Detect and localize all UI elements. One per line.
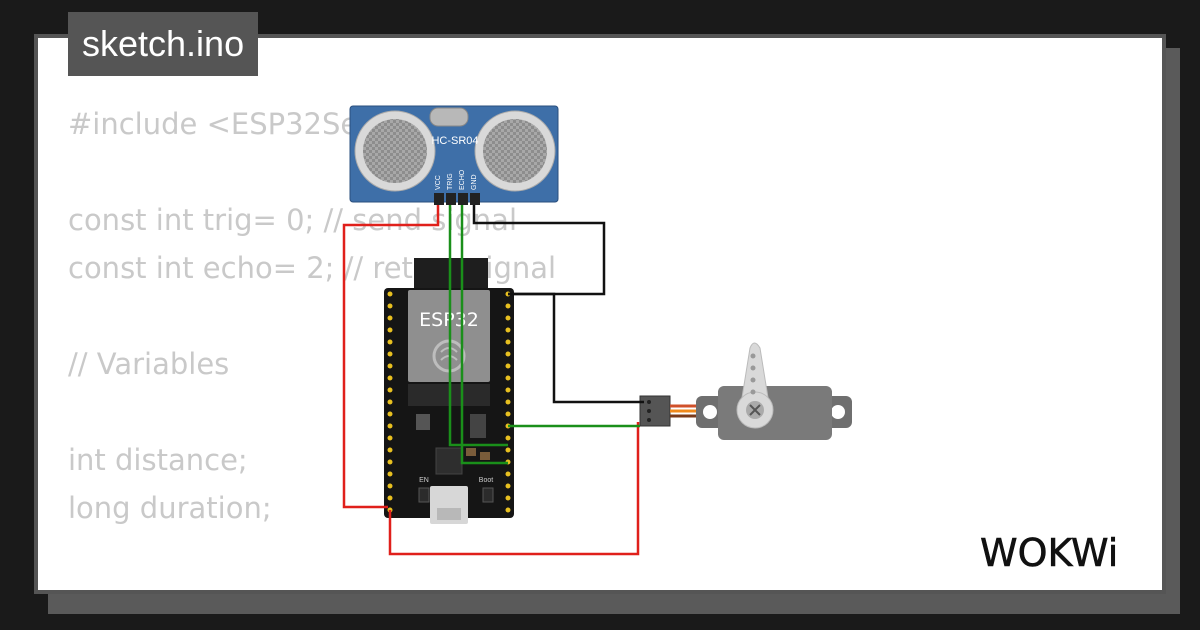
code-line: long duration; bbox=[68, 491, 272, 525]
en-label: EN bbox=[419, 477, 429, 484]
wire-black bbox=[508, 292, 644, 404]
wire-green bbox=[460, 205, 508, 465]
wire-green bbox=[448, 205, 508, 447]
preview-card: #include <ESP32Se const int trig= 0; // s… bbox=[34, 34, 1166, 594]
servo-motor-icon[interactable] bbox=[639, 342, 852, 440]
wire-red bbox=[388, 422, 640, 556]
wires bbox=[342, 205, 644, 556]
sensor-pin-label: GND bbox=[471, 174, 478, 190]
code-line: int distance; bbox=[68, 443, 248, 477]
code-line: // Variables bbox=[68, 347, 230, 381]
wokwi-logo-text: WOKWi bbox=[980, 531, 1118, 575]
wire-red bbox=[342, 205, 440, 509]
sensor-pin-label: ECHO bbox=[459, 169, 466, 190]
sensor-pin-label: VCC bbox=[435, 175, 442, 190]
wokwi-logo-icon: WOKWi bbox=[980, 531, 1119, 576]
boot-label: Boot bbox=[479, 477, 493, 484]
code-line: #include <ESP32Se bbox=[68, 107, 359, 141]
file-tab[interactable]: sketch.ino bbox=[68, 12, 259, 76]
sensor-pin-label: TRIG bbox=[447, 173, 454, 190]
code-line: const int trig= 0; // send signal bbox=[68, 203, 518, 237]
ultrasonic-sensor-icon[interactable]: HC-SR04 VCC TRIG ECHO GND bbox=[349, 105, 559, 205]
wire-black bbox=[472, 205, 606, 296]
sensor-name: HC-SR04 bbox=[431, 135, 478, 147]
